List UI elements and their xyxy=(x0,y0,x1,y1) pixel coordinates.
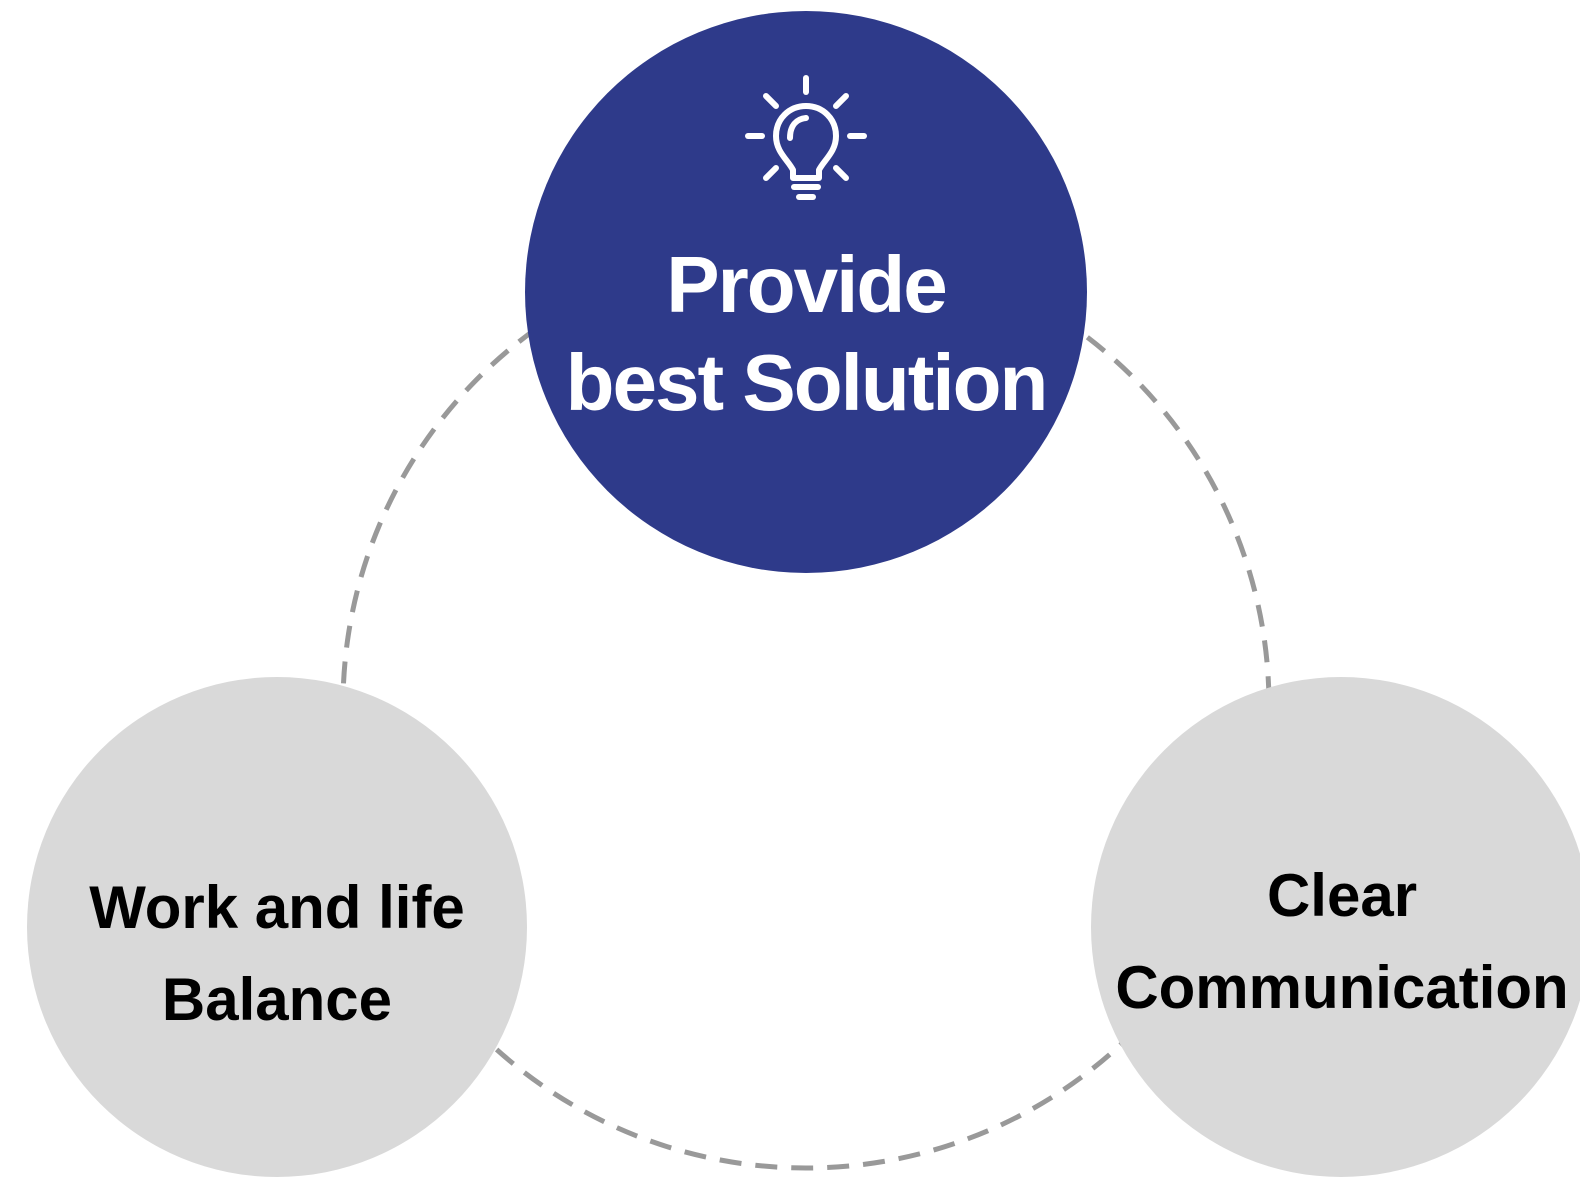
top-node-label-line1: Provide xyxy=(666,240,947,329)
left-node-label-line1: Work and life xyxy=(89,874,465,941)
top-node-label: Provide best Solution xyxy=(525,236,1087,432)
left-node-label-line2: Balance xyxy=(161,966,393,1033)
left-node-circle[interactable] xyxy=(27,677,527,1177)
lightbulb-icon xyxy=(745,75,867,200)
top-node-label-line2: best Solution xyxy=(565,338,1049,427)
right-node-label: Clear Communication xyxy=(1092,850,1568,1034)
right-node-circle[interactable] xyxy=(1091,677,1580,1177)
top-node-circle[interactable] xyxy=(525,11,1087,573)
left-node-label: Work and life Balance xyxy=(28,862,526,1046)
right-node-label-line1: Clear xyxy=(1266,862,1418,929)
right-node-label-line2: Communication xyxy=(1115,954,1568,1021)
